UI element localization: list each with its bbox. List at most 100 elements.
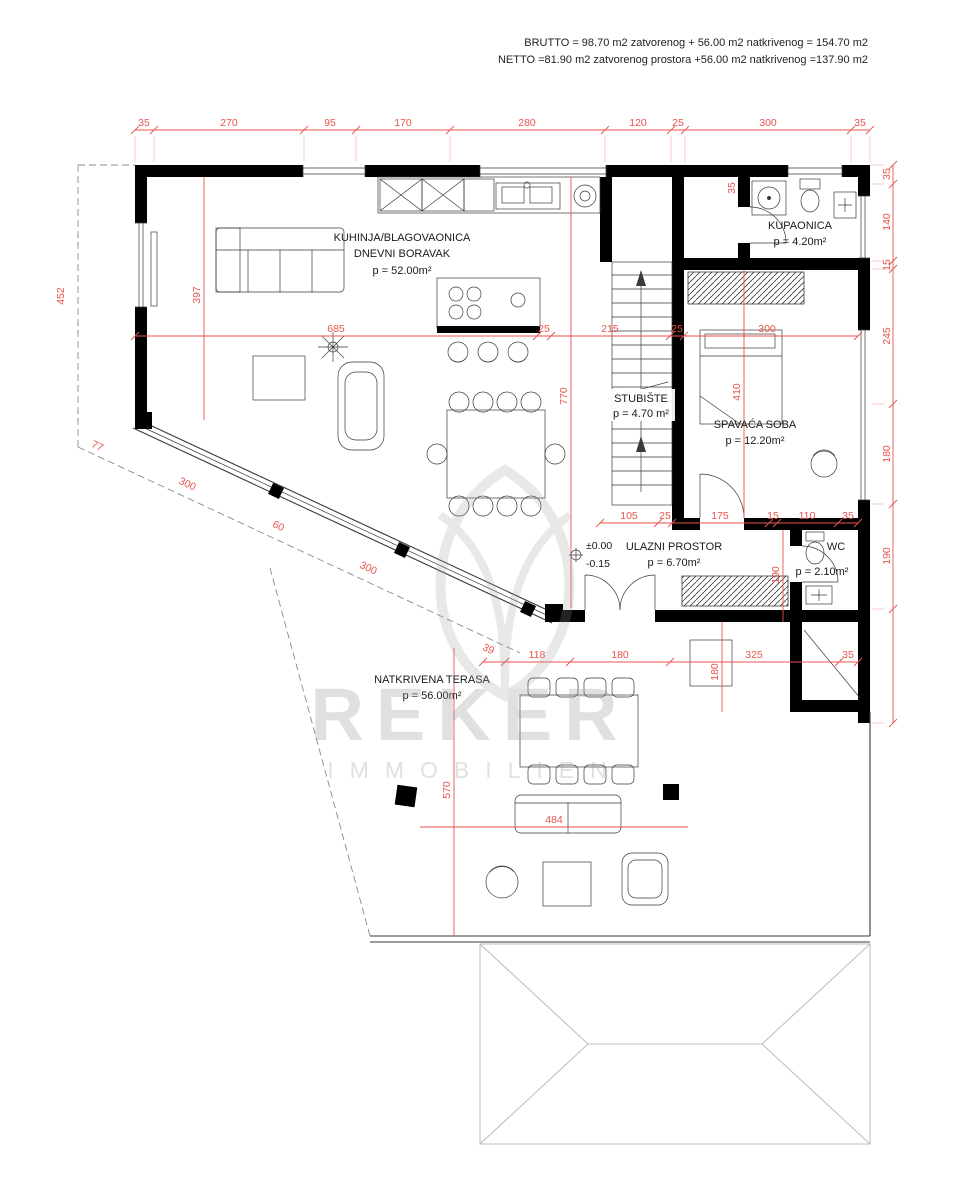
bathroom-door bbox=[749, 206, 787, 244]
terrace-post-left bbox=[394, 784, 418, 808]
window-right-bedroom bbox=[858, 329, 870, 501]
area-summary: BRUTTO = 98.70 m2 zatvorenog + 56.00 m2 … bbox=[498, 37, 868, 66]
window-top-left bbox=[302, 165, 366, 177]
stairs-area: p = 4.70 m² bbox=[613, 408, 669, 420]
dim-entry-1: 25 bbox=[659, 510, 671, 522]
bar-stools bbox=[447, 341, 529, 363]
dim-v397: 397 bbox=[191, 286, 203, 304]
wc-door bbox=[801, 545, 839, 583]
dim-mid-2: 215 bbox=[601, 323, 619, 335]
dim-top-4: 280 bbox=[518, 117, 536, 129]
dim-diag-2: 60 bbox=[270, 518, 286, 534]
window-kitchen bbox=[479, 165, 607, 177]
wc-sink-icon bbox=[805, 585, 833, 605]
level-symbol-icon bbox=[569, 548, 583, 562]
watermark-name: REKER bbox=[310, 673, 629, 756]
staircase bbox=[607, 261, 675, 506]
level-upper: ±0.00 bbox=[586, 540, 612, 552]
dim-top-7: 300 bbox=[759, 117, 777, 129]
dim-top-3: 170 bbox=[394, 117, 412, 129]
dim-top-1: 270 bbox=[220, 117, 238, 129]
level-marks: ±0.00 -0.15 bbox=[569, 540, 612, 570]
sofa bbox=[215, 227, 345, 293]
terrace-dining-set bbox=[519, 677, 639, 785]
living-room-furniture bbox=[150, 227, 566, 517]
bedroom-door bbox=[699, 473, 745, 519]
bedroom-furniture bbox=[687, 271, 838, 478]
dim-right-4: 180 bbox=[881, 445, 893, 463]
wc-area: p = 2.10m² bbox=[796, 566, 849, 578]
dim-top-0: 35 bbox=[138, 117, 150, 129]
dim-terrace-3: 35 bbox=[842, 649, 854, 661]
kitchen-label-2: DNEVNI BORAVAK bbox=[354, 248, 451, 260]
dim-top-8: 35 bbox=[854, 117, 866, 129]
dim-right-2: 15 bbox=[881, 259, 893, 271]
dim-v770: 770 bbox=[558, 387, 570, 405]
side-table bbox=[252, 355, 306, 401]
wardrobe-hatched bbox=[687, 271, 805, 305]
plant-icon bbox=[318, 332, 348, 362]
dim-right-0: 35 bbox=[881, 168, 893, 180]
dim-v190: 190 bbox=[770, 566, 782, 584]
kitchen-area: p = 52.00m² bbox=[372, 265, 431, 277]
dim-top-6: 25 bbox=[672, 117, 684, 129]
dim-diag-1: 300 bbox=[177, 475, 198, 493]
roof-outline bbox=[479, 943, 871, 1145]
dim-left-452: 452 bbox=[55, 287, 67, 305]
dim-entry-3: 15 bbox=[767, 510, 779, 522]
wc-fixtures bbox=[805, 531, 833, 605]
stairs-label: STUBIŠTE bbox=[614, 392, 668, 405]
toilet-icon bbox=[799, 178, 821, 213]
shower-icon bbox=[751, 180, 787, 216]
entrance-label: ULAZNI PROSTOR bbox=[626, 541, 722, 553]
dim-terrace-1: 180 bbox=[611, 649, 629, 661]
exterior-step bbox=[689, 639, 733, 687]
dim-entry-2: 175 bbox=[711, 510, 729, 522]
level-lower: -0.15 bbox=[586, 558, 610, 570]
bathroom-label: KUPAONICA bbox=[768, 220, 833, 232]
dim-diag-39: 39 bbox=[480, 641, 496, 657]
fridge-icon bbox=[463, 178, 495, 212]
kitchen-furniture bbox=[377, 176, 601, 363]
bathroom-area: p = 4.20m² bbox=[774, 236, 827, 248]
kitchen-island bbox=[436, 277, 541, 333]
sink-icon bbox=[833, 191, 857, 219]
terrace-area: p = 56.00m² bbox=[402, 690, 461, 702]
watermark: REKER IMMOBILIEN bbox=[310, 464, 629, 783]
dim-terrace-2: 325 bbox=[745, 649, 763, 661]
dim-w35: 35 bbox=[726, 182, 738, 194]
windows bbox=[135, 165, 870, 501]
wc-label: WC bbox=[827, 541, 845, 553]
oven-icon bbox=[573, 184, 597, 208]
dim-mid-4: 300 bbox=[758, 323, 776, 335]
dining-table-set bbox=[426, 391, 566, 517]
terrace-label: NATKRIVENA TERASA bbox=[374, 674, 490, 686]
dim-mid-1: 25 bbox=[538, 323, 550, 335]
terrace bbox=[370, 677, 871, 943]
bedroom-label: SPAVAĆA SOBA bbox=[714, 418, 797, 431]
stair-arrow-up-icon bbox=[636, 270, 646, 286]
bed-icon bbox=[699, 329, 783, 425]
dim-right-3: 245 bbox=[881, 327, 893, 345]
watermark-logo-icon bbox=[435, 464, 575, 702]
kitchen-counter bbox=[377, 176, 601, 214]
dim-top-2: 95 bbox=[324, 117, 336, 129]
kitchen-sink-icon bbox=[495, 181, 561, 210]
entry-wardrobe-hatched bbox=[681, 575, 789, 607]
bathroom-fixtures bbox=[751, 178, 857, 219]
dim-terrace-0: 118 bbox=[529, 649, 546, 661]
dim-v180: 180 bbox=[709, 663, 721, 681]
dim-right-5: 190 bbox=[881, 547, 893, 565]
dimension-labels: 35 270 95 170 280 120 25 300 35 35 140 1… bbox=[55, 117, 893, 826]
dim-diag-0: 77 bbox=[89, 438, 105, 454]
window-right-bathroom bbox=[858, 195, 870, 259]
doors bbox=[584, 206, 839, 611]
wc-toilet-icon bbox=[805, 531, 825, 565]
exterior-walls bbox=[135, 165, 870, 723]
dim-entry-4: 110 bbox=[799, 510, 816, 522]
dimension-lines bbox=[130, 125, 898, 936]
watermark-subtitle: IMMOBILIEN bbox=[327, 757, 622, 783]
terrace-post-right bbox=[663, 784, 679, 800]
